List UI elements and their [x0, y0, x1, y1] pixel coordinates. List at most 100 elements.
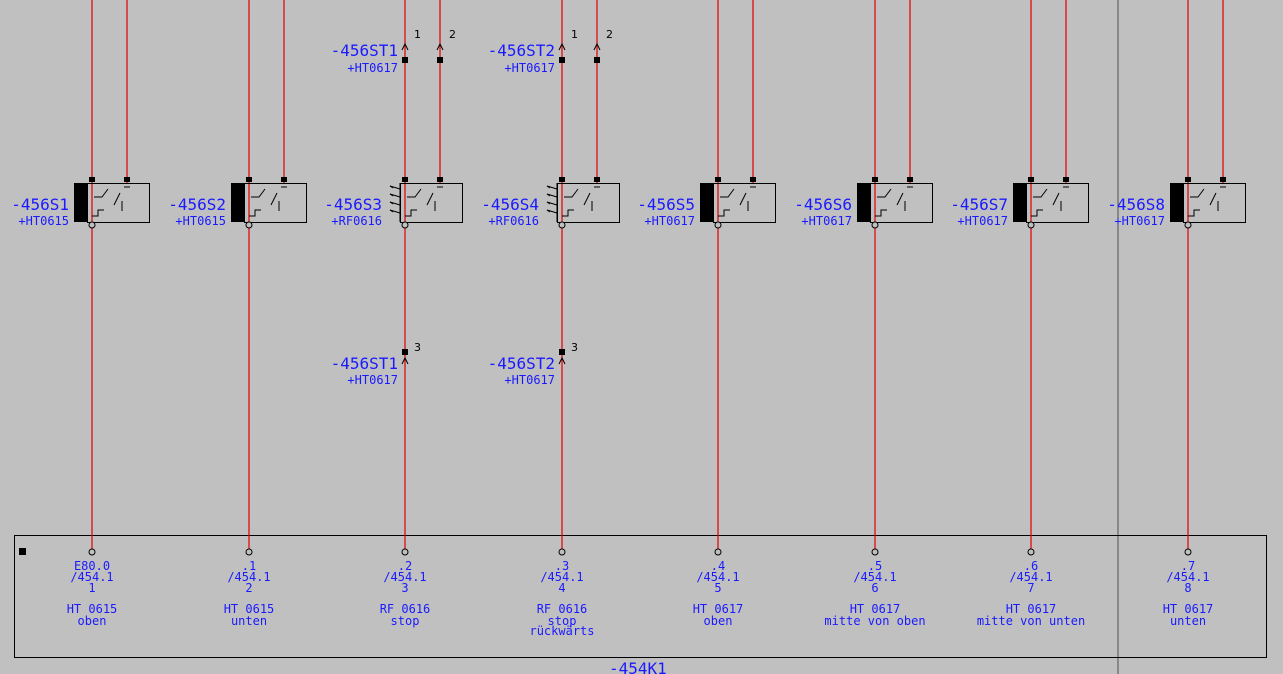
- switch-lever-symbol: [1209, 192, 1219, 211]
- terminal-top-aux: [594, 177, 600, 182]
- terminal-top: [559, 177, 565, 182]
- input-number: 8: [1184, 581, 1191, 595]
- sensor-arrow: [389, 193, 394, 197]
- connector-tag: -456ST2: [488, 354, 555, 373]
- connector-tag: -456ST2: [488, 41, 555, 60]
- input-location: RF 0616: [380, 602, 431, 616]
- input-terminal: [88, 548, 96, 556]
- terminal-bottom: [245, 221, 253, 229]
- connector-location: +HT0617: [347, 373, 398, 387]
- socket-symbol: [594, 57, 600, 63]
- socket-symbol: [402, 349, 408, 355]
- switch-body: [244, 183, 307, 223]
- connector-location: +HT0617: [347, 61, 398, 75]
- input-location: HT 0615: [224, 602, 275, 616]
- terminal-top: [1028, 177, 1034, 182]
- nc-contact-symbol: [1033, 188, 1048, 198]
- terminal-bottom: [88, 221, 96, 229]
- wires-group: [91, 0, 1224, 550]
- switch-body: [1183, 183, 1246, 223]
- nc-contact-symbol: [1190, 188, 1205, 198]
- switch-device-3: -456S3+RF0616: [324, 177, 463, 229]
- connector-pin-label: 2: [606, 28, 613, 41]
- input-reference: /454.1: [696, 570, 739, 584]
- sensor-arrow: [389, 185, 394, 189]
- sensor-line: [546, 193, 558, 198]
- switch-tag: -456S3: [324, 195, 382, 214]
- switch-device-6: -456S6+HT0617: [794, 177, 933, 229]
- no-contact-symbol: [562, 209, 574, 217]
- switch-body: [400, 183, 463, 223]
- plug-symbol: [593, 42, 601, 51]
- switch-tag: -456S6: [794, 195, 852, 214]
- switch-body: [713, 183, 776, 223]
- connector-location: +HT0617: [504, 373, 555, 387]
- input-number: 1: [88, 581, 95, 595]
- no-contact-symbol: [249, 209, 261, 217]
- switch-lever-symbol: [270, 192, 280, 211]
- input-number: 4: [558, 581, 565, 595]
- input-description: unten: [1170, 614, 1206, 628]
- switch-device-5: -456S5+HT0617: [637, 177, 776, 229]
- terminal-top-aux: [1063, 177, 1069, 182]
- input-terminal: [401, 548, 409, 556]
- input-description: stop: [548, 614, 577, 628]
- no-contact-symbol: [92, 209, 104, 217]
- sensor-arrow: [546, 201, 551, 205]
- plug-symbol: [401, 42, 409, 51]
- module-tag: -454K1: [609, 659, 667, 674]
- input-address: E80.0: [74, 559, 110, 573]
- devices-group: -456S1+HT0615-456S2+HT0615-456S3+RF0616-…: [11, 177, 1246, 229]
- sensor-arrow: [546, 209, 551, 213]
- input-address: .1: [242, 559, 256, 573]
- input-terminal: [1184, 548, 1192, 556]
- switch-body: [557, 183, 620, 223]
- actuator-block: [74, 183, 87, 222]
- terminal-top: [872, 177, 878, 182]
- plug-symbol: [401, 356, 409, 365]
- switch-tag: -456S8: [1107, 195, 1165, 214]
- terminal-top-aux: [124, 177, 130, 182]
- connector-tag: -456ST1: [331, 354, 398, 373]
- switch-device-2: -456S2+HT0615: [168, 177, 307, 229]
- input-terminal: [1027, 548, 1035, 556]
- switch-location: +HT0617: [801, 214, 852, 228]
- actuator-block: [1170, 183, 1183, 222]
- input-description: oben: [78, 614, 107, 628]
- no-contact-symbol: [875, 209, 887, 217]
- input-address: .4: [711, 559, 725, 573]
- actuator-block: [857, 183, 870, 222]
- module-marker: [19, 548, 26, 555]
- switch-tag: -456S1: [11, 195, 69, 214]
- socket-symbol: [437, 57, 443, 63]
- connector-pin-label: 3: [414, 341, 421, 354]
- switch-body: [1026, 183, 1089, 223]
- plc-input-module-box: [14, 535, 1267, 658]
- input-terminal: [714, 548, 722, 556]
- switch-lever-symbol: [896, 192, 906, 211]
- switch-lever-symbol: [583, 192, 593, 211]
- switch-location: +RF0616: [488, 214, 539, 228]
- terminal-top: [402, 177, 408, 182]
- switch-device-7: -456S7+HT0617: [950, 177, 1089, 229]
- actuator-block: [700, 183, 713, 222]
- switch-location: +HT0615: [18, 214, 69, 228]
- connector-pin-label: 1: [571, 28, 578, 41]
- input-reference: /454.1: [383, 570, 426, 584]
- terminal-top: [1185, 177, 1191, 182]
- input-number: 7: [1027, 581, 1034, 595]
- plug-symbol: [558, 42, 566, 51]
- input-description: oben: [704, 614, 733, 628]
- terminal-bottom: [401, 221, 409, 229]
- switch-device-8: -456S8+HT0617: [1107, 177, 1246, 229]
- switch-location: +HT0615: [175, 214, 226, 228]
- nc-contact-symbol: [877, 188, 892, 198]
- sensor-arrow: [546, 193, 551, 197]
